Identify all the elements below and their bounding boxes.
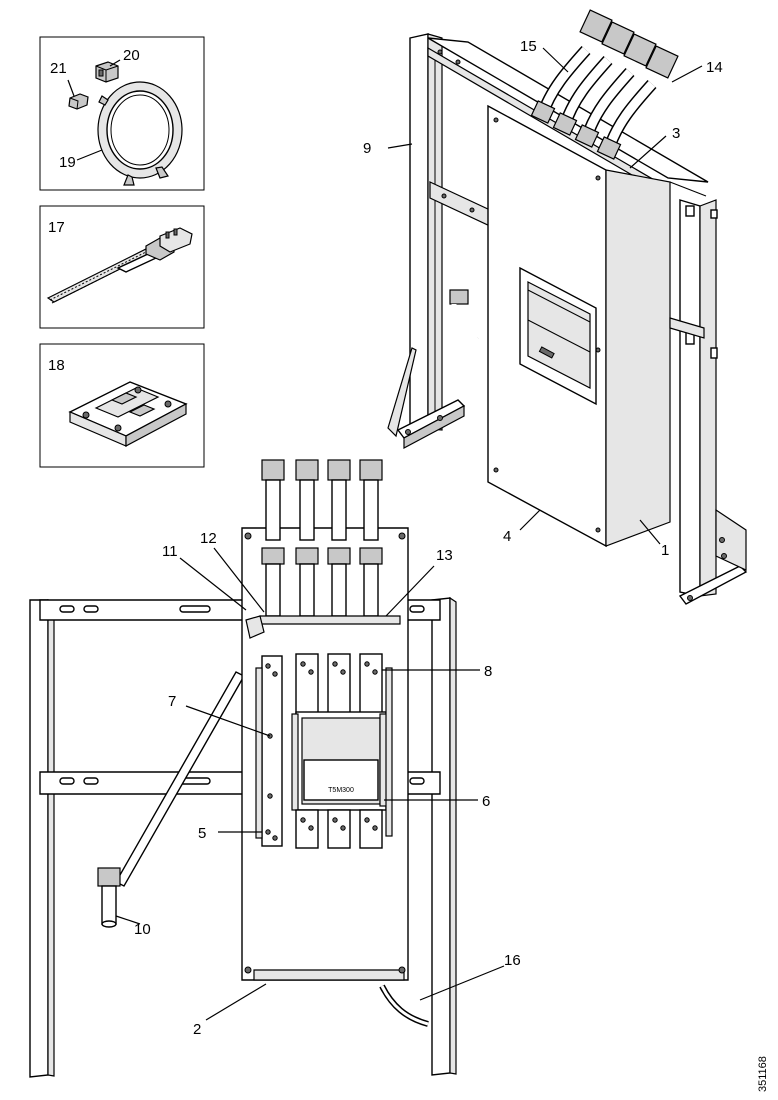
callout-10: 10 [134, 921, 151, 938]
busbars-bottom [295, 809, 383, 849]
bottom-cable-gland [97, 867, 121, 928]
ring-part [97, 81, 183, 186]
breaker-label: T5M300 [328, 787, 354, 794]
inset-box-cable-tie: 17 [39, 205, 205, 329]
callout-17: 17 [48, 219, 65, 236]
side-cable-gland [449, 289, 480, 344]
callout-11: 11 [162, 543, 178, 560]
callout-5: 5 [198, 825, 206, 842]
callout-19: 19 [59, 154, 76, 171]
callout-3: 3 [672, 125, 680, 142]
callout-7: 7 [168, 693, 176, 710]
callout-12: 12 [200, 530, 217, 547]
terminal-block-part [68, 381, 188, 447]
inset-box-terminal-block: 18 [39, 343, 205, 468]
callout-13: 13 [436, 547, 453, 564]
callout-20: 20 [123, 47, 140, 64]
busbars-top [295, 653, 383, 719]
callout-6: 6 [482, 793, 490, 810]
callout-16: 16 [504, 952, 521, 969]
callout-9: 9 [363, 140, 371, 157]
front-frame-assembly: T5M300 [29, 459, 505, 1078]
callout-4: 4 [503, 528, 511, 545]
neutral-busbar [255, 655, 283, 847]
cable-tie-part [46, 227, 193, 304]
callout-14: 14 [706, 59, 723, 76]
circuit-breaker: T5M300 [291, 711, 391, 811]
callout-1: 1 [661, 542, 669, 559]
clip-part [95, 61, 119, 83]
callout-18: 18 [48, 357, 65, 374]
cable-gland-group-top [530, 9, 679, 160]
front-cable-glands [261, 459, 383, 617]
drawing-number: 351168 [757, 1056, 769, 1092]
callout-21: 21 [50, 60, 67, 77]
rear-frame-assembly [387, 9, 748, 605]
inset-box-ring-clip: 21 20 19 [39, 36, 205, 191]
callout-15: 15 [520, 38, 537, 55]
callout-8: 8 [484, 663, 492, 680]
callout-2: 2 [193, 1021, 201, 1038]
small-plate-part [68, 93, 89, 110]
